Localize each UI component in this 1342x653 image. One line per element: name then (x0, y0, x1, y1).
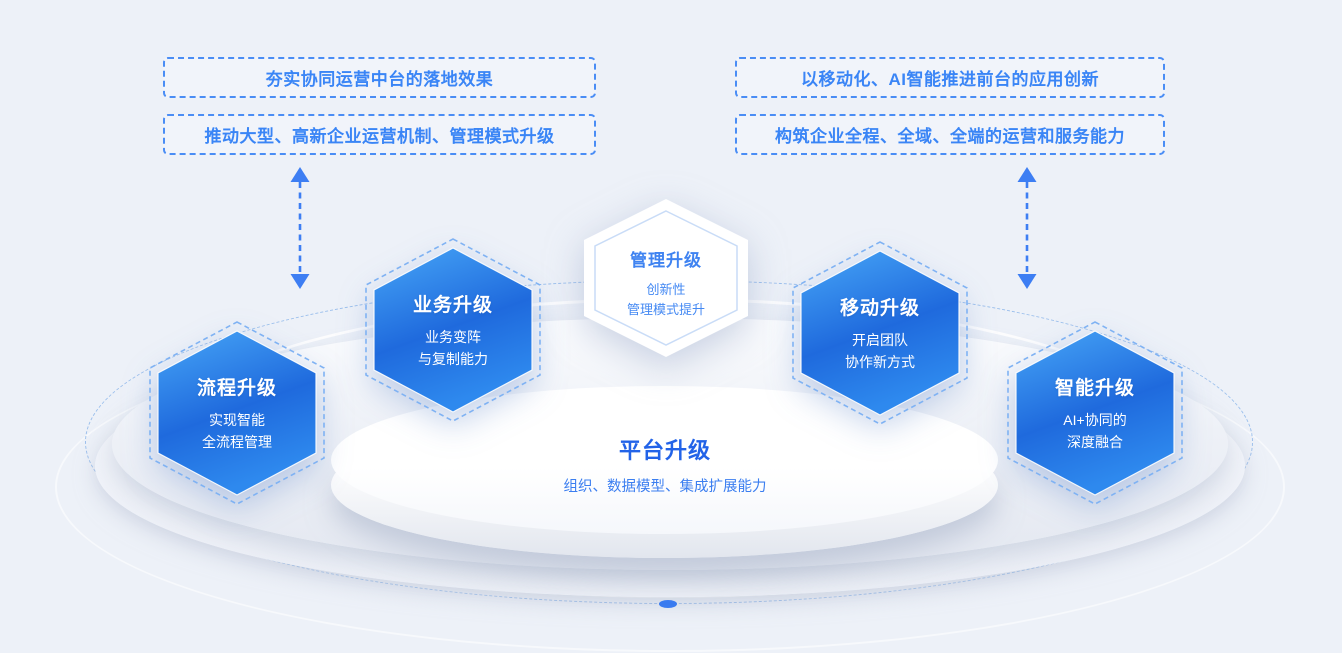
hexagon-shape (365, 238, 541, 422)
platform-subtitle: 组织、数据模型、集成扩展能力 (563, 479, 767, 495)
hexagon-process: 流程升级 实现智能 全流程管理 (147, 320, 327, 506)
double-arrow-icon (290, 167, 310, 289)
hexagon-business: 业务升级 业务变阵 与复制能力 (363, 237, 543, 423)
hexagon-shape (792, 241, 968, 425)
hexagon-shape (149, 321, 325, 505)
platform-label: 平台升级 组织、数据模型、集成扩展能力 (464, 433, 866, 496)
callout-box-right-1: 以移动化、AI智能推进前台的应用创新 (735, 57, 1165, 98)
callout-box-left-1: 夯实协同运营中台的落地效果 (163, 57, 596, 98)
callout-label: 夯实协同运营中台的落地效果 (265, 70, 494, 89)
hexagon-shape (1007, 321, 1183, 505)
callout-box-left-2: 推动大型、高新企业运营机制、管理模式升级 (163, 114, 596, 155)
double-arrow-icon (1017, 167, 1037, 289)
hexagon-intelligence: 智能升级 AI+协同的 深度融合 (1005, 320, 1185, 506)
hexagon-shape (584, 199, 748, 357)
hexagon-mobile: 移动升级 开启团队 协作新方式 (790, 240, 970, 426)
callout-label: 构筑企业全程、全域、全端的运营和服务能力 (775, 127, 1125, 146)
callout-box-right-2: 构筑企业全程、全域、全端的运营和服务能力 (735, 114, 1165, 155)
platform-title: 平台升级 (618, 438, 711, 463)
ring-dot-icon (659, 600, 677, 608)
hexagon-management: 管理升级 创新性 管理模式提升 (580, 198, 752, 358)
callout-label: 以移动化、AI智能推进前台的应用创新 (801, 70, 1099, 89)
callout-label: 推动大型、高新企业运营机制、管理模式升级 (204, 127, 555, 146)
